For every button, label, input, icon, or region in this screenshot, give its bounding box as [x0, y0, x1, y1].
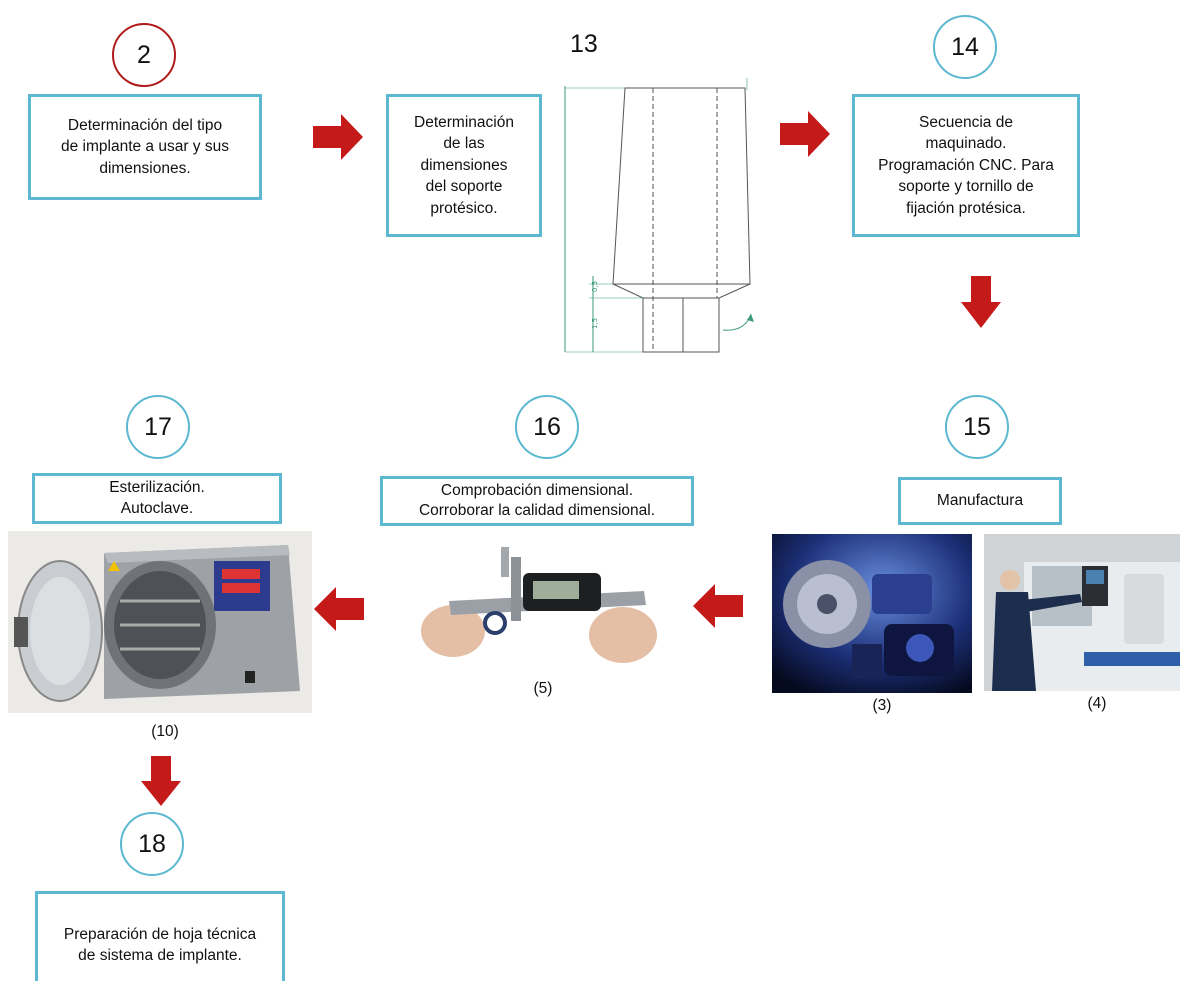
step-17-number-circle: 17: [126, 395, 190, 459]
step-14-number-circle: 14: [933, 15, 997, 79]
right-arrow-icon: [780, 111, 830, 157]
step-13-box: Determinación de las dimensiones del sop…: [386, 94, 542, 237]
photo-3-caption: (3): [872, 697, 892, 714]
step-13-number: 13: [570, 30, 598, 58]
cnc-operator-photo: [984, 534, 1180, 691]
down-arrow-icon: [961, 276, 1001, 328]
step-15-box: Manufactura: [898, 477, 1062, 525]
abutment-technical-drawing: 0,5 1,5: [555, 78, 765, 354]
photo-4-caption: (4): [1087, 695, 1107, 712]
autoclave-photo: [8, 531, 312, 713]
step-18-box: Preparación de hoja técnica de sistema d…: [35, 891, 285, 981]
step-16-number-circle: 16: [515, 395, 579, 459]
drawing-dim-0: 0,5: [591, 281, 599, 292]
caliper-photo: [419, 543, 657, 676]
left-arrow-icon: [693, 584, 743, 628]
down-arrow-icon: [141, 756, 181, 806]
step-14-box: Secuencia de maquinado. Programación CNC…: [852, 94, 1080, 237]
step-18-number-circle: 18: [120, 812, 184, 876]
photo-5-caption: (5): [533, 680, 553, 697]
step-15-number-circle: 15: [945, 395, 1009, 459]
left-arrow-icon: [314, 587, 364, 631]
step-16-box: Comprobación dimensional. Corroborar la …: [380, 476, 694, 526]
step-17-box: Esterilización. Autoclave.: [32, 473, 282, 524]
lathe-closeup-photo: [772, 534, 972, 693]
step-2-number-circle: 2: [112, 23, 176, 87]
photo-10-caption: (10): [151, 723, 179, 740]
drawing-dim-1: 1,5: [591, 318, 599, 329]
right-arrow-icon: [313, 114, 363, 160]
step-2-box: Determinación del tipo de implante a usa…: [28, 94, 262, 200]
